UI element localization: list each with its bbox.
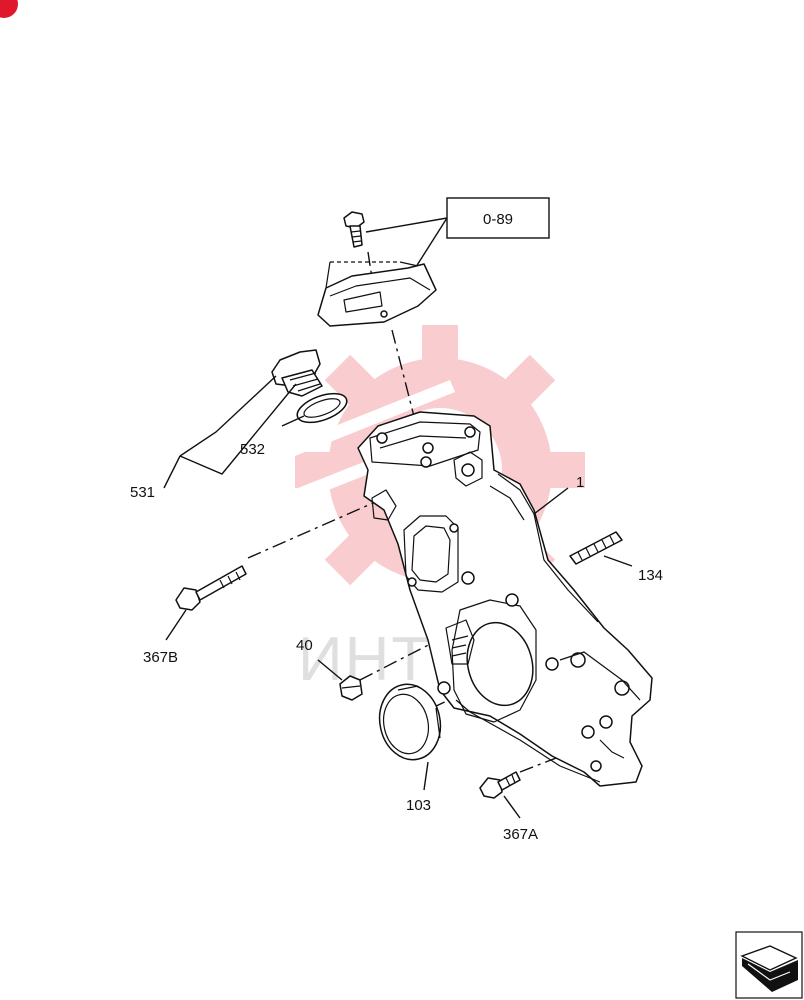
- callout-531[interactable]: 531: [130, 484, 155, 501]
- callout-367a[interactable]: 367A: [503, 826, 538, 843]
- stud-134: [569, 531, 623, 565]
- leader-0-89-cover: [413, 217, 448, 271]
- reference-box[interactable]: 0-89: [446, 197, 550, 239]
- callout-532[interactable]: 532: [240, 441, 265, 458]
- leader-0-89-bolt: [365, 217, 448, 233]
- callout-103[interactable]: 103: [406, 797, 431, 814]
- cover-bolt: [343, 211, 365, 248]
- front-cover-housing: [357, 411, 653, 787]
- callout-1[interactable]: 1: [576, 474, 584, 491]
- corner-badge: [0, 0, 18, 18]
- callout-367b[interactable]: 367B: [143, 649, 178, 666]
- nut-40: [339, 675, 363, 701]
- top-cover: [317, 261, 437, 327]
- filler-cap: [271, 349, 323, 397]
- page-arrow-icon[interactable]: [735, 931, 803, 999]
- seal-103: [378, 683, 442, 761]
- leader-lines: [163, 375, 633, 819]
- callout-134[interactable]: 134: [638, 567, 663, 584]
- reference-box-label: 0-89: [483, 211, 513, 228]
- callout-labels: 1 40 103 134 367A 367B 531 532: [130, 441, 663, 843]
- filler-gasket: [296, 392, 348, 424]
- callout-40[interactable]: 40: [296, 637, 313, 654]
- bolt-367b: [175, 565, 247, 611]
- bolt-367a: [479, 771, 521, 799]
